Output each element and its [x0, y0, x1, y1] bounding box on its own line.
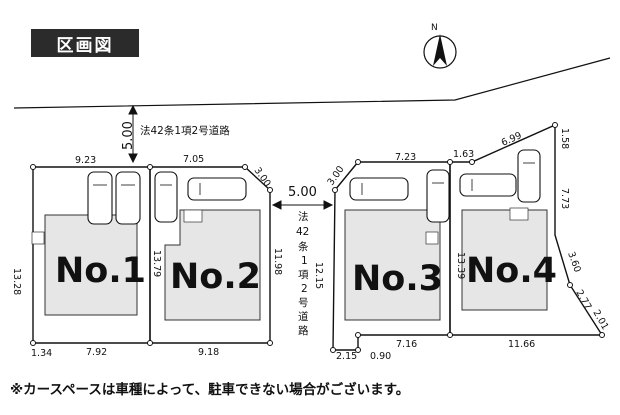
building-footprints	[44, 209, 548, 321]
svg-text:1: 1	[301, 255, 308, 267]
lot-1-building	[44, 214, 138, 316]
lot-3-boundary	[332, 161, 451, 351]
lot-4-building	[461, 209, 548, 311]
car-icon	[349, 177, 409, 201]
road-edge-top	[13, 57, 611, 109]
car-icon	[517, 149, 541, 203]
svg-text:条: 条	[298, 240, 309, 253]
dim-lot2-top: 7.05	[183, 154, 204, 165]
road-top-label: 法42条1項2号道路	[140, 124, 230, 137]
dim-lot2-corner: 3.00	[252, 165, 273, 189]
lot-4-label: No.4	[466, 251, 557, 291]
dim-lot2-bottom: 9.18	[198, 347, 219, 358]
dim-lot4-right: 7.73	[559, 188, 570, 209]
dim-lot4-bottom: 11.66	[508, 339, 535, 350]
dim-lot1-bottom: 7.92	[86, 347, 107, 358]
road-middle-width: 5.00	[288, 185, 317, 200]
lot-2-label: No.2	[170, 257, 261, 297]
dim-lot1-corner: 1.34	[31, 348, 52, 359]
dim-lot4-top-b: 6.99	[500, 130, 524, 149]
svg-text:路: 路	[298, 324, 309, 337]
dim-lot3-right: 13.39	[455, 252, 466, 279]
entrance-hatch	[31, 207, 529, 245]
north-arrow-icon: N	[423, 23, 457, 69]
dim-lot4-diag-b: 2.77	[573, 288, 593, 312]
car-icon	[426, 169, 450, 223]
car-icon	[115, 171, 141, 225]
lot-2-boundary	[149, 166, 271, 344]
compass-label: N	[431, 23, 438, 33]
dim-lot2-left: 13.79	[151, 250, 162, 277]
svg-text:号: 号	[298, 297, 309, 309]
dim-lot3-bottom-b: 0.90	[370, 351, 391, 362]
dim-lot3-top: 7.23	[395, 152, 416, 163]
footnote: ※カースペースは車種によって、駐車できない場合がございます。	[10, 382, 410, 398]
svg-text:法: 法	[298, 210, 309, 223]
lot-1-label: No.1	[55, 251, 146, 291]
dim-lot4-diag-c: 2.01	[590, 308, 610, 332]
boundary-markers	[30, 122, 605, 353]
car-icon	[87, 171, 113, 225]
dim-lot2-right: 11.98	[272, 248, 283, 275]
car-icon	[154, 171, 178, 223]
road-middle-label: 法 42 条 1 項 2 号 道 路	[296, 210, 309, 337]
svg-text:項: 項	[298, 269, 309, 281]
lot-2-building	[164, 209, 261, 321]
dim-lot1-left: 13.28	[11, 268, 22, 295]
dim-lot4-top-a: 1.63	[453, 149, 474, 160]
page-title: 区画図	[31, 29, 139, 57]
road-width-arrows	[128, 104, 334, 210]
dim-lot4-diag-a: 3.60	[565, 250, 583, 274]
dim-lot4-right-top: 1.58	[559, 128, 570, 149]
svg-text:2: 2	[301, 283, 308, 295]
dim-lot3-bottom-a: 2.15	[336, 351, 357, 362]
car-icon	[187, 177, 247, 201]
lot-3-building	[344, 209, 441, 321]
svg-text:道: 道	[298, 310, 309, 323]
lot-3-label: No.3	[352, 259, 443, 299]
car-icon	[459, 173, 517, 197]
dim-lot3-corner: 3.00	[325, 164, 346, 188]
lot-4-boundary	[449, 123, 604, 336]
parking-cars	[87, 149, 541, 225]
road-top-width: 5.00	[121, 121, 136, 150]
svg-text:42: 42	[296, 226, 309, 238]
dim-lot3-left: 12.15	[313, 262, 324, 289]
dim-lot1-top: 9.23	[75, 155, 96, 166]
dim-lot3-bottom-c: 7.16	[396, 339, 417, 350]
